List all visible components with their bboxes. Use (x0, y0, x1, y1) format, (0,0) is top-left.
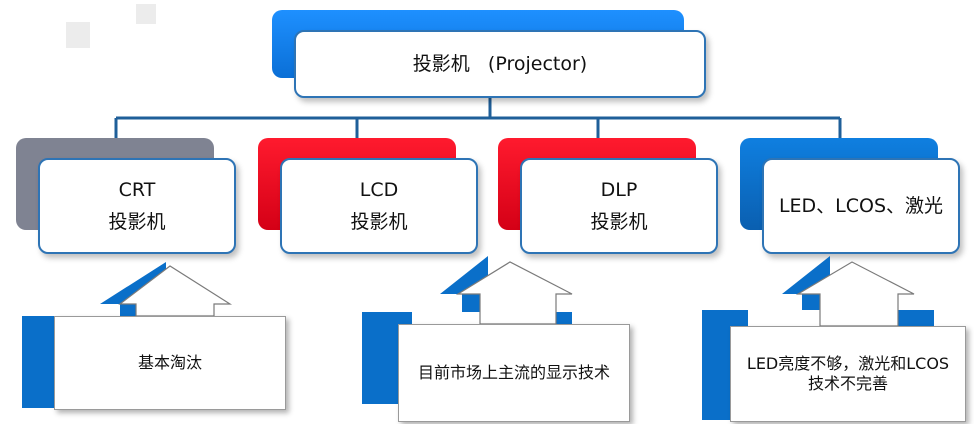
decor-square-2 (136, 4, 156, 24)
category-led-line1: LED、LCOS、激光 (778, 194, 944, 217)
category-dlp-line2: 投影机 (590, 211, 648, 233)
note-1-block (22, 316, 58, 408)
category-node-dlp: DLP 投影机 (520, 158, 718, 254)
root-label: 投影机 (Projector) (412, 52, 588, 75)
note-3: LED亮度不够，激光和LCOS 技术不完善 (730, 326, 966, 422)
category-node-lcd: LCD 投影机 (280, 158, 478, 254)
category-node-led: LED、LCOS、激光 (762, 158, 960, 254)
category-lcd-line2: 投影机 (350, 211, 408, 233)
note-3-line2: 技术不完善 (807, 374, 888, 393)
root-node: 投影机 (Projector) (294, 30, 706, 98)
decor-square-1 (66, 22, 90, 48)
category-crt-line2: 投影机 (108, 211, 166, 233)
note-2: 目前市场上主流的显示技术 (398, 324, 630, 422)
category-crt-line1: CRT (118, 178, 156, 201)
note-1: 基本淘汰 (54, 316, 286, 410)
category-lcd-line1: LCD (359, 178, 399, 201)
category-dlp-line1: DLP (600, 178, 638, 201)
note-1-text: 基本淘汰 (137, 353, 202, 372)
category-node-crt: CRT 投影机 (38, 158, 236, 254)
note-3-line1: LED亮度不够，激光和LCOS (746, 354, 950, 373)
note-2-text: 目前市场上主流的显示技术 (417, 363, 610, 382)
